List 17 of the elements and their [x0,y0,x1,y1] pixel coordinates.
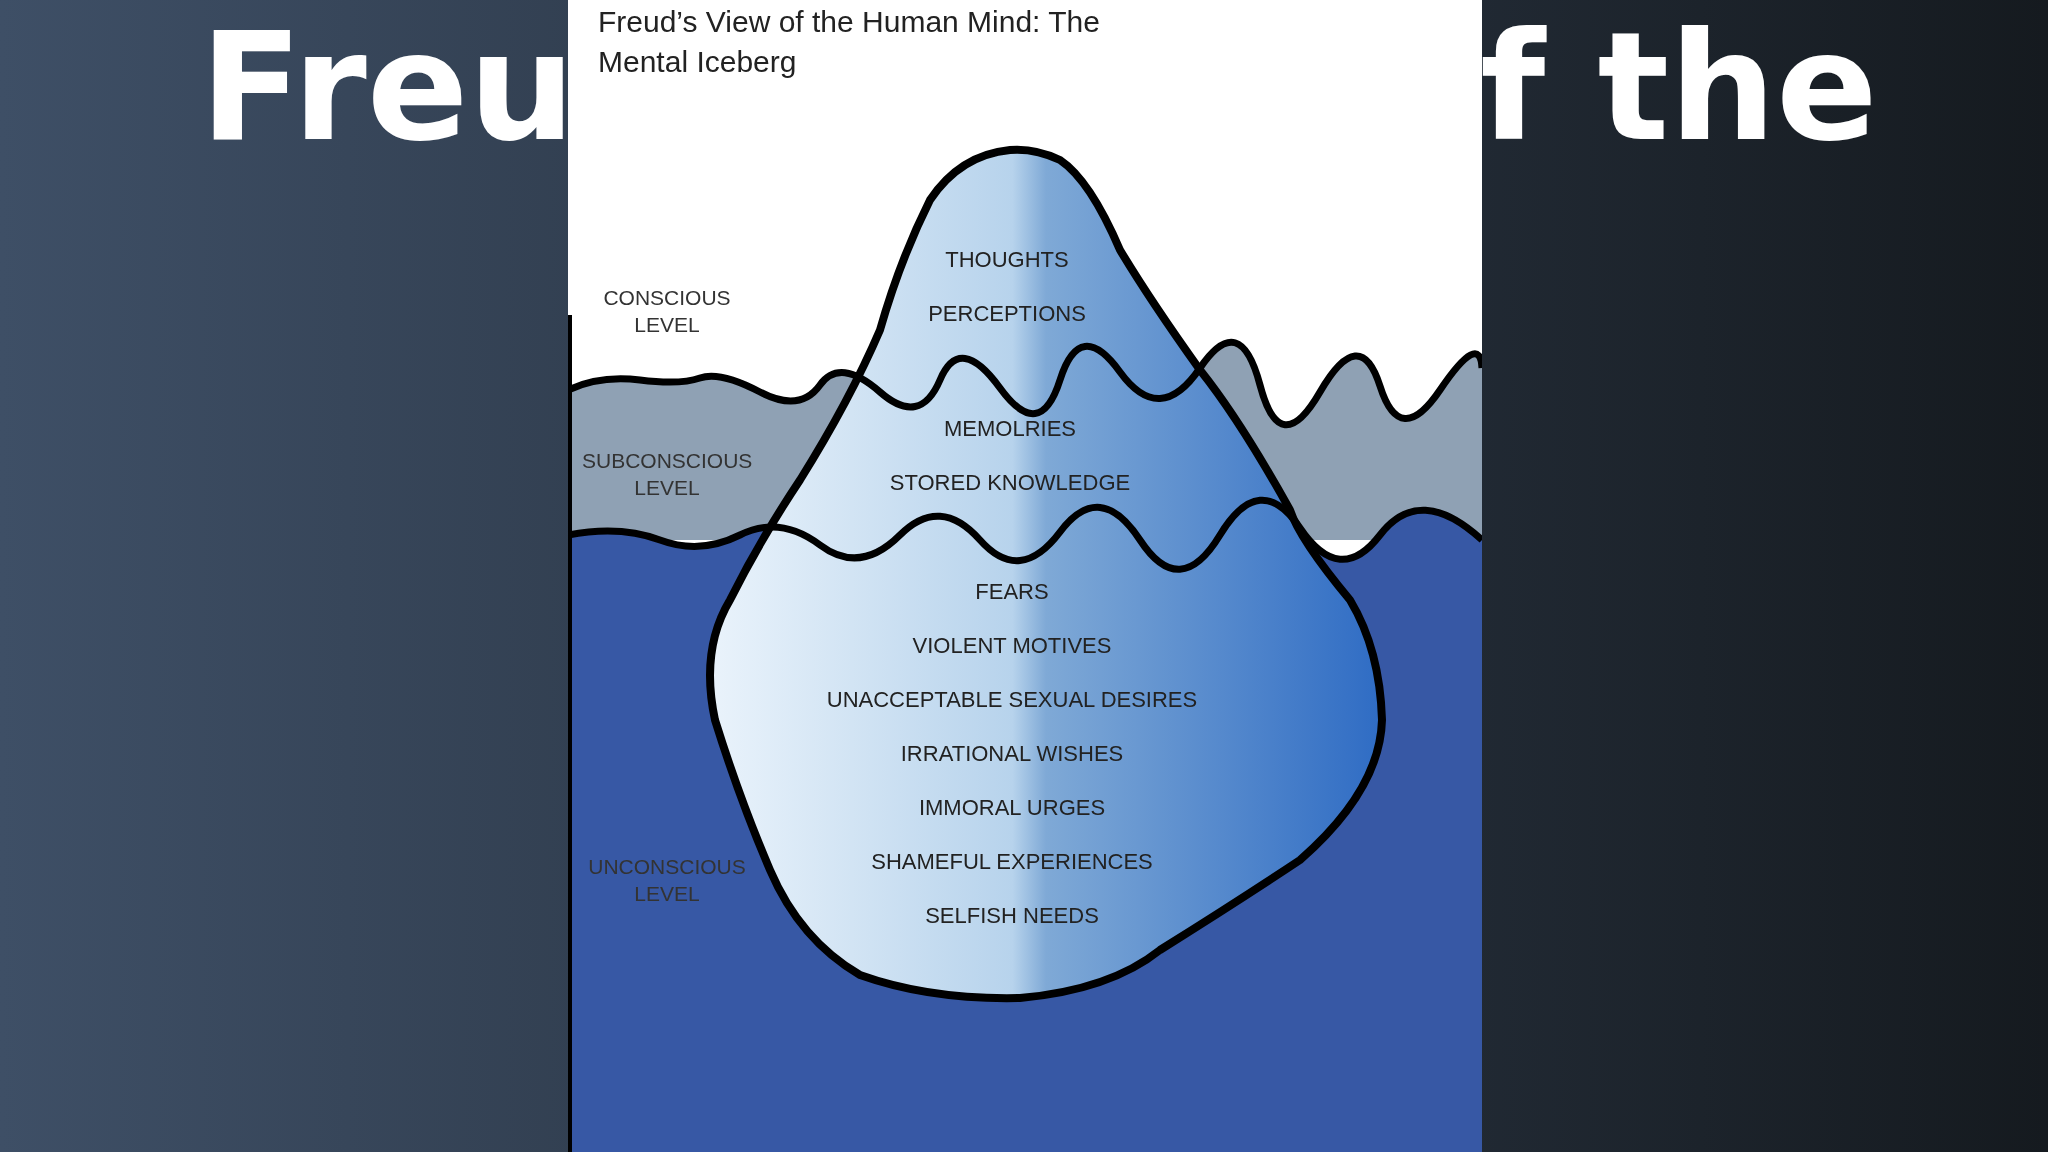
iceberg-label: SHAMEFUL EXPERIENCES [871,849,1153,875]
iceberg-label: IRRATIONAL WISHES [900,741,1124,767]
iceberg-label: STORED KNOWLEDGE [889,470,1131,496]
iceberg-label: FEARS [975,579,1049,605]
iceberg-label: THOUGHTS [945,247,1069,273]
level-label: UNCONSCIOUS LEVEL [587,854,747,907]
iceberg-label: MEMOLRIES [944,416,1076,442]
iceberg-label: IMMORAL URGES [918,795,1106,821]
iceberg-label: SELFISH NEEDS [925,903,1099,929]
iceberg-label: UNACCEPTABLE SEXUAL DESIRES [826,687,1198,713]
overlay-title-text: f the [1480,0,1878,174]
overlay-title-text: Freu [200,0,576,174]
level-label: CONSCIOUS LEVEL [602,285,732,338]
iceberg-label: PERCEPTIONS [928,301,1086,327]
title-text: Freud’s View of the Human Mind: The Mental Iceberg [598,4,1101,80]
level-label: SUBCONSCIOUS LEVEL [582,448,752,501]
iceberg-label: VIOLENT MOTIVES [912,633,1112,659]
